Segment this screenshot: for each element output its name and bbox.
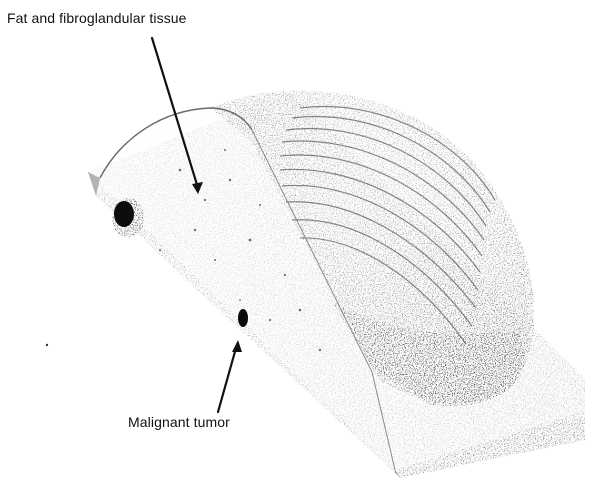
tumor-leader-line (218, 348, 236, 412)
tumor-label: Malignant tumor (128, 414, 230, 430)
tumor-marker (238, 309, 248, 327)
tissue-label: Fat and fibroglandular tissue (7, 10, 187, 26)
tumor-arrowhead (232, 340, 242, 352)
dark-mass (112, 198, 144, 238)
stray-dot (46, 344, 48, 346)
